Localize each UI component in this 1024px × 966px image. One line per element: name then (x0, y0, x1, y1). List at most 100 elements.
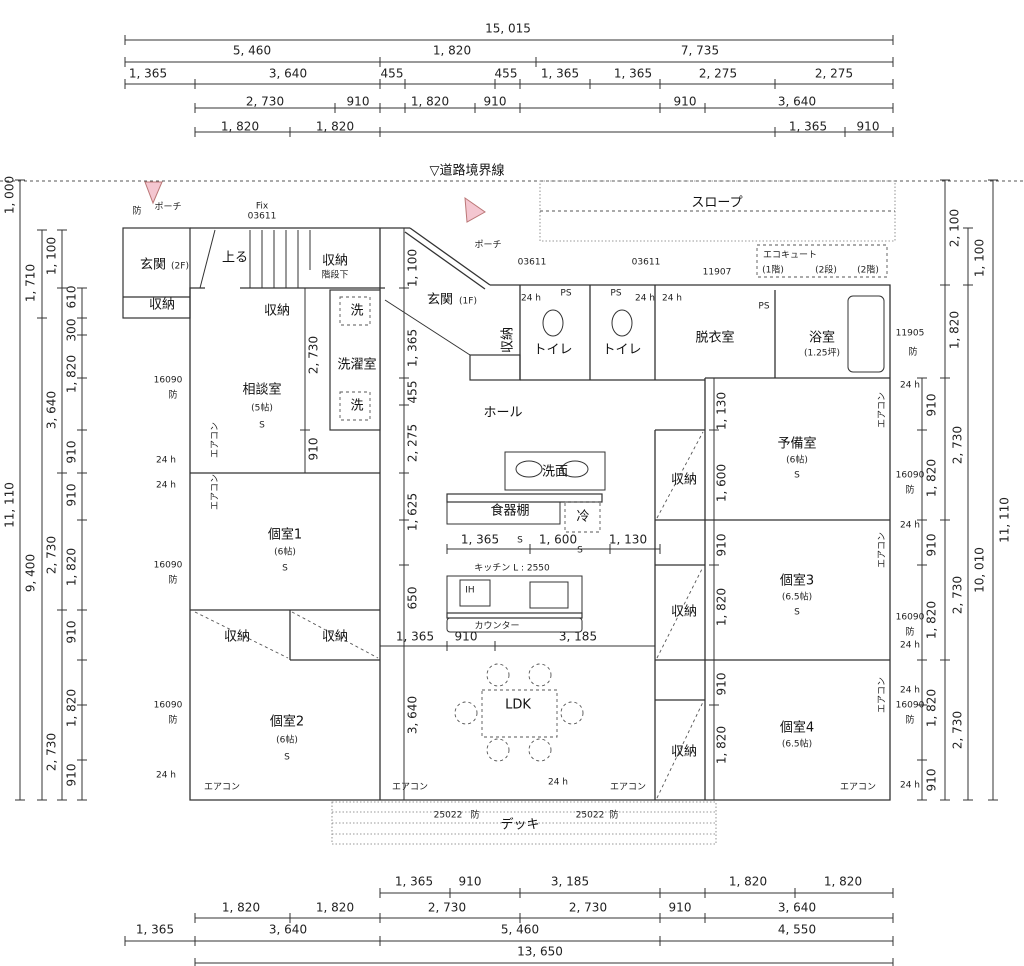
dimension-label: 9, 400 (24, 554, 38, 592)
dimension-label: 3, 640 (269, 923, 307, 937)
dimension-label: 3, 640 (45, 391, 59, 429)
annotation-label: 防 (905, 714, 914, 726)
annotation-label: 03611 (632, 258, 661, 268)
annotation-label: エアコン (878, 532, 888, 568)
room-label: 収納 (671, 473, 697, 488)
annotation-label: 防 (132, 205, 141, 217)
annotation-label: 24 h (900, 641, 920, 651)
room-label: 洗濯室 (337, 357, 376, 373)
annotation-label: ポーチ (474, 240, 501, 251)
room-label: 個室4 (780, 720, 814, 736)
annotation-label: 24 h (635, 294, 655, 304)
annotation-label: 防 (905, 626, 914, 638)
annotation-label: (2段) (815, 264, 837, 276)
room-label: (6.5帖) (782, 738, 812, 750)
room-label: キッチン L : 2550 (474, 563, 550, 574)
dimension-label: 1, 365 (129, 67, 167, 81)
dimension-label: 3, 640 (406, 696, 420, 734)
annotation-label: S (577, 546, 583, 556)
bathtub (847, 295, 885, 373)
dimension-label: 1, 820 (925, 689, 939, 727)
dimension-label: 1, 820 (948, 311, 962, 349)
room-label: 浴室 (809, 330, 835, 346)
annotation-label: 24 h (900, 521, 920, 531)
annotation-label: 24 h (662, 294, 682, 304)
room-label: 収納 (671, 745, 697, 760)
room-label: 上る (222, 251, 248, 266)
annotation-label: 24 h (900, 381, 920, 391)
dimension-label: 1, 820 (729, 875, 767, 889)
annotation-label: 11907 (703, 268, 732, 278)
dimension-label: 1, 820 (824, 875, 862, 889)
dimension-label: 910 (307, 438, 321, 461)
room-label: 個室2 (270, 714, 304, 730)
dimension-label: 910 (484, 95, 507, 109)
dimension-label: 1, 820 (316, 120, 354, 134)
annotation-label: Fix (256, 202, 269, 212)
annotation-label: S (517, 536, 523, 546)
dimension-label: 2, 730 (951, 711, 965, 749)
room-label: (2F) (171, 262, 189, 272)
room-label: (1.25坪) (804, 348, 840, 359)
dimension-label: 1, 820 (925, 459, 939, 497)
dimension-label: 1, 365 (396, 630, 434, 644)
dimension-label: 1, 710 (24, 264, 38, 302)
annotation-label: S (794, 471, 800, 481)
room-label: 脱衣室 (695, 330, 734, 346)
dimension-label: 455 (495, 67, 518, 81)
dimension-label: 1, 820 (925, 601, 939, 639)
room-label: 玄関 (140, 258, 166, 273)
dimension-label: 1, 000 (3, 176, 17, 214)
cupboard (446, 501, 561, 525)
washbasin-counter (504, 451, 606, 491)
annotation-label: S (794, 608, 800, 618)
entrance-marker-icon (144, 181, 163, 205)
annotation-label: 防 (908, 346, 917, 358)
dimension-label: 1, 820 (65, 548, 79, 586)
room-label: 玄関 (427, 293, 453, 308)
annotation-label: S (284, 753, 290, 763)
dimension-label: 910 (669, 901, 692, 915)
dimension-label: 5, 460 (501, 923, 539, 937)
annotation-label: 防 (168, 574, 177, 586)
dimension-label: 910 (715, 534, 729, 557)
annotation-label: エアコン (878, 392, 888, 428)
dimension-label: 2, 730 (45, 536, 59, 574)
annotation-label: 24 h (156, 771, 176, 781)
ecocute-area (756, 244, 888, 278)
annotation-label: 16090 (154, 376, 183, 386)
room-label: スロープ (691, 196, 742, 211)
annotation-label: 防 (905, 484, 914, 496)
dimension-label: 3, 640 (778, 901, 816, 915)
dimension-label: 300 (65, 319, 79, 342)
annotation-label: PS (758, 302, 769, 312)
dimension-label: 1, 100 (973, 239, 987, 277)
dimension-label: 1, 600 (715, 464, 729, 502)
dimension-label: 2, 730 (45, 733, 59, 771)
walls (0, 180, 1024, 845)
room-label: 収納 (224, 630, 250, 645)
annotation-label: 24 h (900, 781, 920, 791)
annotation-label: 防 (609, 809, 618, 821)
annotation-label: 16090 (896, 701, 925, 711)
dimension-label: 910 (925, 534, 939, 557)
room-label: (6帖) (274, 546, 296, 558)
laundry-room-wall (329, 289, 381, 431)
dimension-label: 1, 820 (411, 95, 449, 109)
annotation-label: S (259, 421, 265, 431)
room-label: (1F) (459, 297, 477, 307)
annotation-label: 16090 (154, 561, 183, 571)
annotation-label: (1階) (762, 265, 784, 276)
room-label: (6帖) (276, 734, 298, 746)
dimension-label: 1, 130 (715, 392, 729, 430)
dimension-label: 1, 820 (221, 120, 259, 134)
dining-table (481, 689, 558, 738)
dimension-label: 910 (857, 120, 880, 134)
fridge-space (564, 501, 601, 533)
entrance-2f-wall (122, 227, 191, 319)
dimension-label: 1, 365 (136, 923, 174, 937)
annotation-label: 防 (470, 809, 479, 821)
dimension-label: 1, 820 (222, 901, 260, 915)
